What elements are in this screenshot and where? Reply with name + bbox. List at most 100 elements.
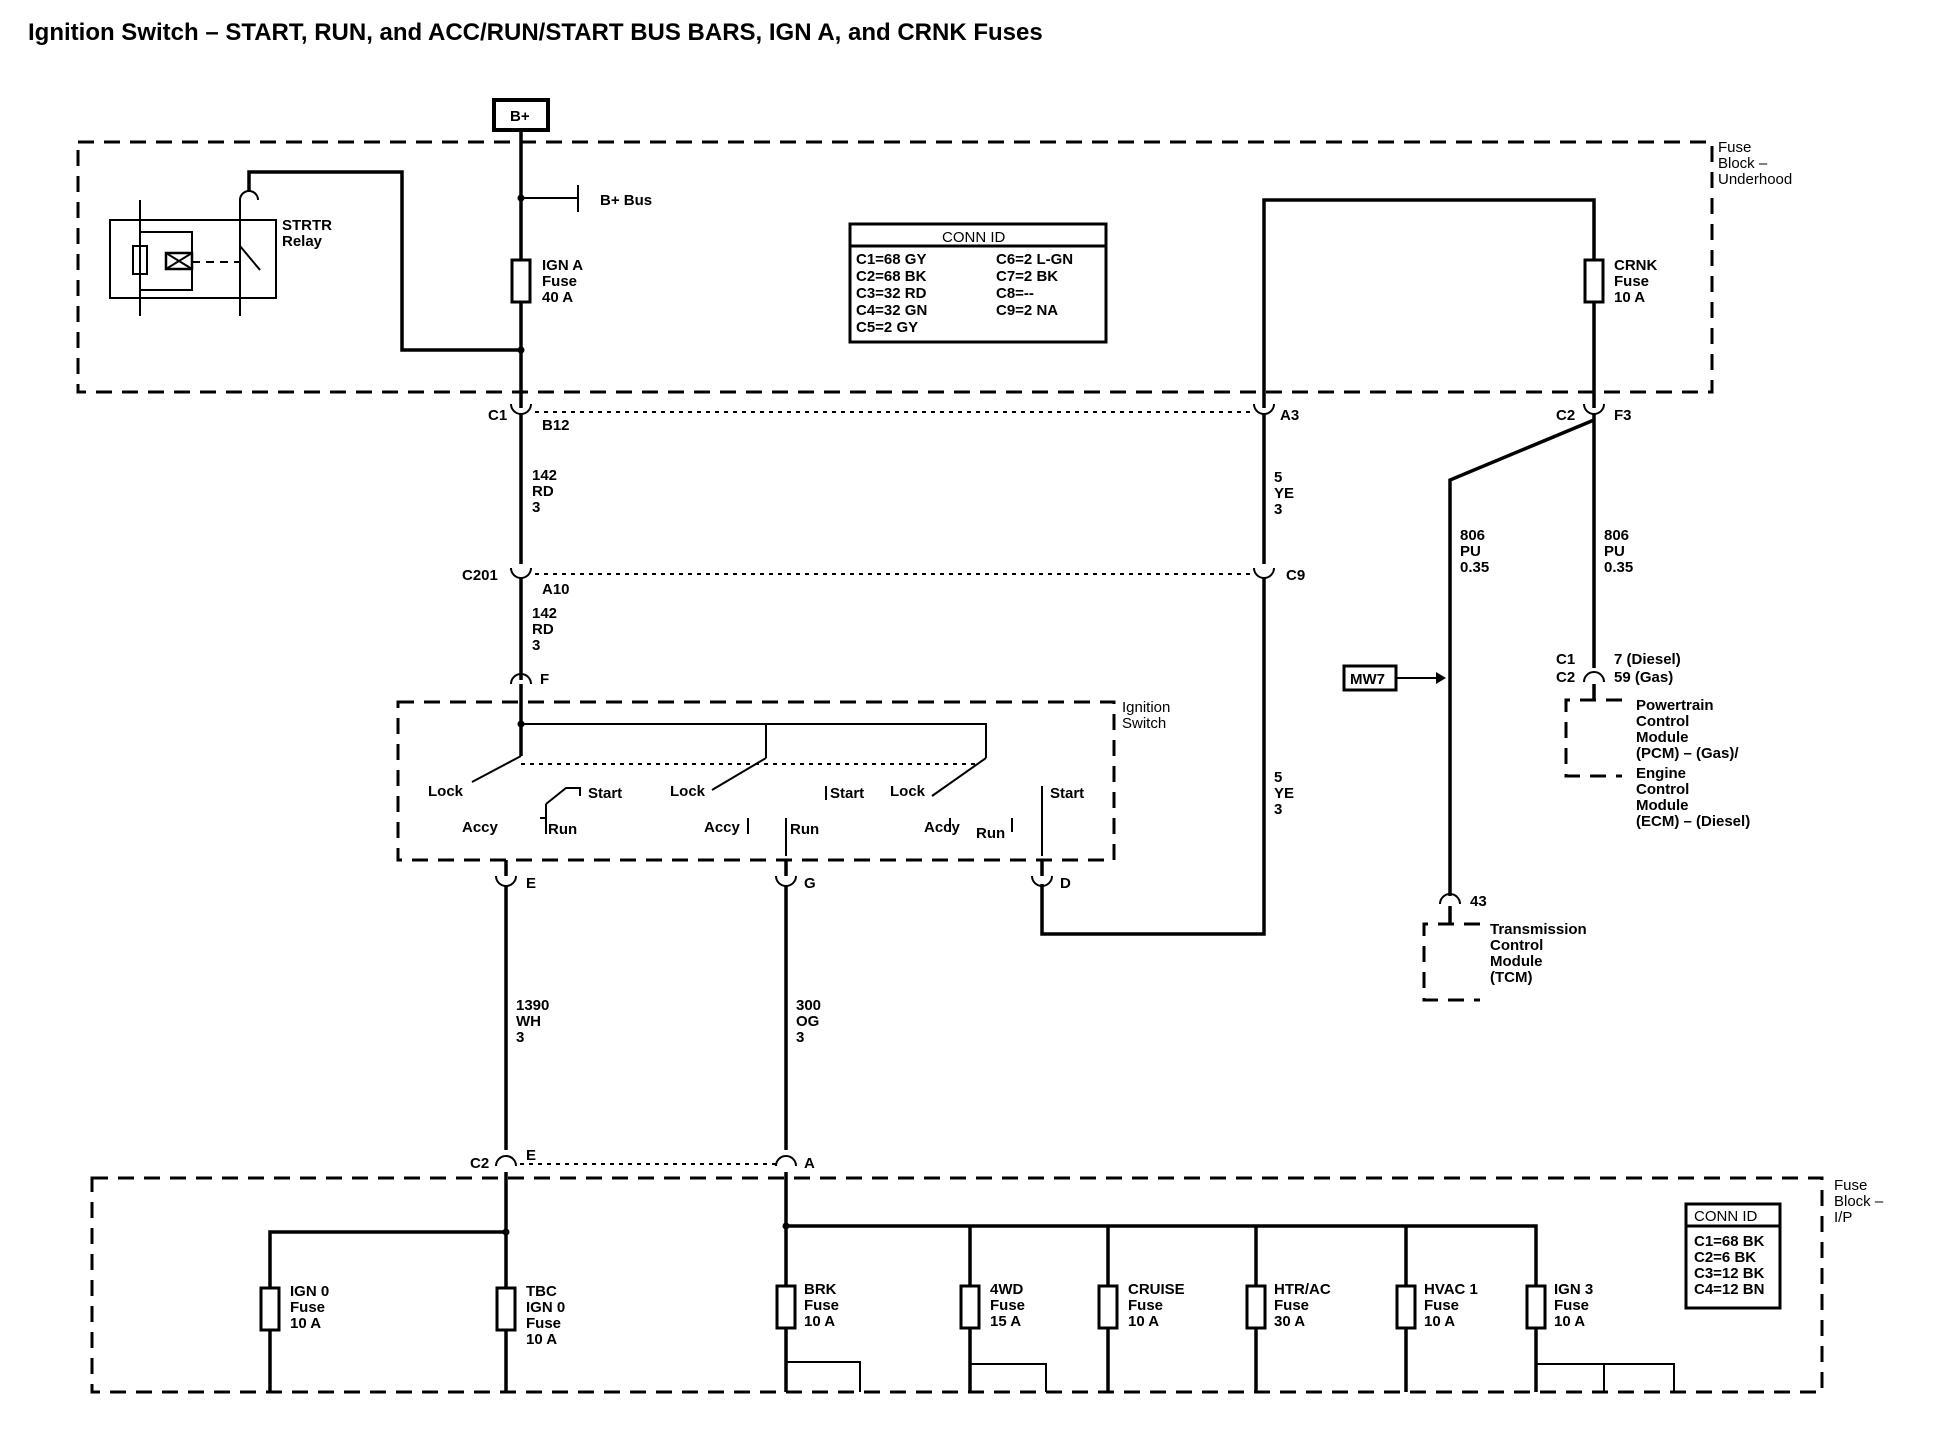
svg-text:C7=2 BK: C7=2 BK [996, 268, 1058, 285]
connector-f: F [510, 671, 549, 688]
connector-g-switch: G [775, 875, 816, 892]
svg-text:10 A: 10 A [1128, 1313, 1159, 1330]
ip-bus-e [268, 1172, 508, 1392]
svg-text:3: 3 [532, 637, 540, 654]
ip-bus-stubs [786, 1361, 1675, 1392]
svg-text:1390: 1390 [516, 997, 549, 1014]
svg-text:C8=--: C8=-- [996, 285, 1034, 302]
svg-text:806: 806 [1604, 527, 1629, 544]
svg-text:C3=12 BK: C3=12 BK [1694, 1265, 1765, 1282]
svg-text:Fuse: Fuse [526, 1315, 561, 1332]
bplus-box [492, 98, 550, 132]
ip-fuse-hvac1: HVAC 1 Fuse 10 A [1395, 1281, 1478, 1330]
wire-5-mid [1040, 578, 1266, 936]
svg-text:Block –: Block – [1834, 1193, 1884, 1210]
svg-text:142: 142 [532, 467, 557, 484]
svg-text:CONN ID: CONN ID [1694, 1208, 1758, 1225]
wire-5-mid-label: 5 YE 3 [1274, 769, 1294, 818]
svg-text:Run: Run [976, 825, 1005, 842]
svg-text:Fuse: Fuse [1614, 273, 1649, 290]
svg-text:A: A [804, 1155, 815, 1172]
svg-text:Start: Start [1050, 785, 1084, 802]
svg-text:C2: C2 [470, 1155, 489, 1172]
svg-text:C1: C1 [1556, 651, 1575, 668]
svg-text:CRUISE: CRUISE [1128, 1281, 1185, 1298]
ign-a-fuse-label: IGN A Fuse 40 A [542, 257, 583, 306]
svg-text:5: 5 [1274, 769, 1282, 786]
svg-text:Start: Start [588, 785, 622, 802]
pcm-label: Powertrain Control Module (PCM) – (Gas)/… [1636, 697, 1750, 830]
svg-text:A3: A3 [1280, 407, 1299, 424]
svg-text:BRK: BRK [804, 1281, 837, 1298]
svg-text:Engine: Engine [1636, 765, 1686, 782]
svg-text:806: 806 [1460, 527, 1485, 544]
svg-text:Fuse: Fuse [1718, 139, 1751, 156]
svg-text:D: D [1060, 875, 1071, 892]
svg-text:Relay: Relay [282, 233, 323, 250]
conn-id-table-underhood: CONN ID C1=68 GY C2=68 BK C3=32 RD C4=32… [848, 222, 1108, 344]
ign-a-fuse-symbol [510, 258, 532, 304]
svg-text:Fuse: Fuse [542, 273, 577, 290]
svg-text:3: 3 [532, 499, 540, 516]
svg-text:15 A: 15 A [990, 1313, 1021, 1330]
svg-text:C4=12 BN: C4=12 BN [1694, 1281, 1764, 1298]
svg-text:Accy: Accy [924, 819, 961, 836]
svg-text:Switch: Switch [1122, 715, 1166, 732]
tcm-outline [1422, 922, 1480, 1002]
svg-text:RD: RD [532, 621, 554, 638]
svg-text:HTR/AC: HTR/AC [1274, 1281, 1331, 1298]
svg-text:10 A: 10 A [290, 1315, 321, 1332]
ip-bus-e-junction [502, 1228, 510, 1236]
svg-text:YE: YE [1274, 785, 1294, 802]
ignition-switch-outline [396, 700, 1116, 862]
svg-text:10 A: 10 A [1614, 289, 1645, 306]
ip-fuse-brk: BRK Fuse 10 A [775, 1281, 839, 1330]
svg-text:Powertrain: Powertrain [1636, 697, 1714, 714]
crnk-wire-loop [1262, 198, 1596, 408]
connector-a-ip: A [775, 1155, 815, 1172]
fuse-block-underhood-outline [76, 140, 1714, 394]
svg-text:Fuse: Fuse [1128, 1297, 1163, 1314]
svg-text:I/P: I/P [1834, 1209, 1852, 1226]
svg-text:10 A: 10 A [804, 1313, 835, 1330]
connector-c1-b12: C1 B12 [488, 403, 570, 434]
svg-text:HVAC 1: HVAC 1 [1424, 1281, 1478, 1298]
svg-text:C3=32 RD: C3=32 RD [856, 285, 927, 302]
ip-fuse-ign0: IGN 0 Fuse 10 A [259, 1283, 329, 1332]
svg-text:C2=68 BK: C2=68 BK [856, 268, 927, 285]
svg-text:F3: F3 [1614, 407, 1632, 424]
starter-relay-label: STRTR Relay [282, 217, 332, 250]
svg-text:Fuse: Fuse [290, 1299, 325, 1316]
connector-a3: A3 [1253, 403, 1299, 424]
tcm-connector: 43 [1439, 893, 1487, 910]
wire-806-left [1448, 418, 1595, 896]
ip-fuse-ign3: IGN 3 Fuse 10 A [1525, 1281, 1593, 1330]
svg-text:WH: WH [516, 1013, 541, 1030]
svg-text:Fuse: Fuse [1424, 1297, 1459, 1314]
ip-fuse-4wd: 4WD Fuse 15 A [959, 1281, 1025, 1330]
svg-text:C1=68 BK: C1=68 BK [1694, 1233, 1765, 1250]
svg-text:Run: Run [548, 821, 577, 838]
wire-1390-label: 1390 WH 3 [516, 997, 549, 1046]
svg-text:IGN 0: IGN 0 [526, 1299, 565, 1316]
connector-e-switch: E [495, 875, 536, 892]
svg-text:3: 3 [1274, 801, 1282, 818]
svg-text:F: F [540, 671, 549, 688]
svg-text:Module: Module [1490, 953, 1543, 970]
pcm-connector: C1 C2 7 (Diesel) 59 (Gas) [1556, 651, 1681, 686]
ip-fuse-cruise: CRUISE Fuse 10 A [1097, 1281, 1185, 1330]
svg-text:RD: RD [532, 483, 554, 500]
svg-text:3: 3 [796, 1029, 804, 1046]
svg-text:300: 300 [796, 997, 821, 1014]
svg-text:Fuse: Fuse [1554, 1297, 1589, 1314]
pcm-outline [1564, 698, 1622, 778]
svg-text:CONN ID: CONN ID [942, 229, 1006, 246]
svg-text:E: E [526, 875, 536, 892]
svg-text:0.35: 0.35 [1460, 559, 1489, 576]
connector-c201-a10: C201 A10 [462, 567, 570, 598]
bplus-bus-junction [517, 194, 525, 202]
svg-text:Lock: Lock [428, 783, 464, 800]
starter-relay [109, 170, 521, 352]
svg-text:142: 142 [532, 605, 557, 622]
wire-142-mid-label: 142 RD 3 [532, 605, 557, 654]
